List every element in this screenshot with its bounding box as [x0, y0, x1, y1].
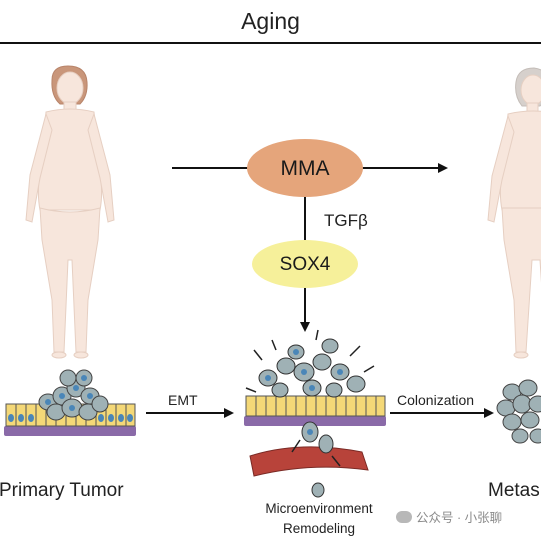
- metastasis-label: Metas: [488, 480, 540, 501]
- emt-label: EMT: [168, 392, 198, 408]
- old-woman-figure: [487, 67, 541, 359]
- young-woman-figure: [25, 65, 115, 359]
- watermark: 公众号 · 小张聊: [396, 507, 502, 526]
- remodeling-label: Remodeling: [282, 521, 356, 536]
- mma-label: MMA: [280, 157, 330, 180]
- sox4-node: [252, 240, 358, 288]
- mma-node: [247, 139, 363, 197]
- colonization-label: Colonization: [397, 392, 475, 408]
- metastasis-tissue: [496, 379, 541, 444]
- remodeling-tissue: [244, 329, 386, 498]
- sox4-label: SOX4: [279, 254, 331, 275]
- tgfb-label: TGFβ: [324, 211, 368, 230]
- wechat-icon: [396, 510, 412, 523]
- primary-tumor-tissue: [4, 369, 136, 436]
- watermark-text: 公众号 · 小张聊: [416, 511, 503, 525]
- diagram-title: Aging: [241, 8, 300, 34]
- microenvironment-label: Microenvironment: [265, 501, 373, 516]
- primary-tumor-label: Primary Tumor: [0, 480, 124, 501]
